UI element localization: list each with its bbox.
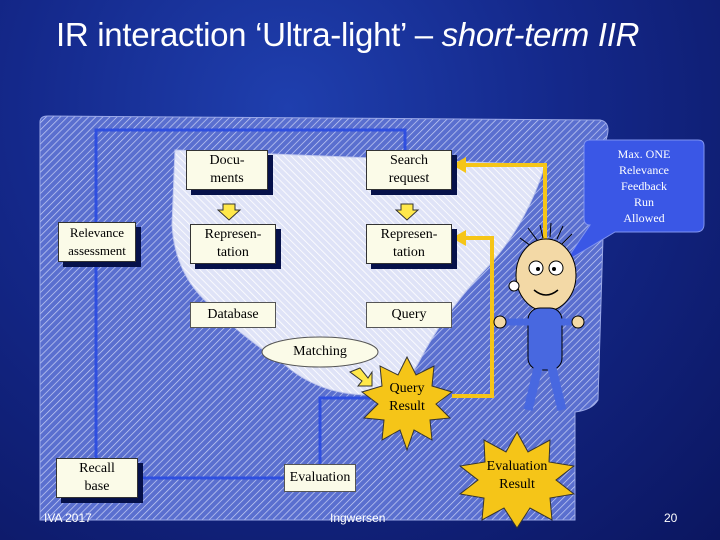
slide-title: IR interaction ‘Ultra-light’ – short-ter… xyxy=(56,16,639,54)
feedback-arrowheads xyxy=(452,157,466,246)
query-result-burst xyxy=(360,355,454,452)
callout-bubble xyxy=(564,139,705,263)
relevance-assessment-box: Relevance assessment xyxy=(58,222,136,262)
query-result-label: Query Result xyxy=(389,381,425,414)
database-box: Database xyxy=(190,302,276,328)
matching-label: Matching xyxy=(293,344,347,359)
search-request-box: Search request xyxy=(366,150,452,190)
query-box: Query xyxy=(366,302,452,328)
recall-base-box: Recall base xyxy=(56,458,138,498)
diagonal-arrow xyxy=(348,367,373,387)
page-number: 20 xyxy=(664,511,678,525)
footer-center: Ingwersen xyxy=(330,511,386,525)
user-figure-icon xyxy=(493,222,585,412)
down-arrows xyxy=(216,203,420,221)
connector-lines xyxy=(94,128,407,480)
title-italic: short-term IIR xyxy=(441,16,640,53)
footer-left: IVA 2017 xyxy=(44,511,92,525)
callout-text: Max. ONE Relevance Feedback Run Allowed xyxy=(617,147,671,225)
documents-box: Docu- ments xyxy=(186,150,268,190)
representation-left-box: Represen- tation xyxy=(190,224,276,264)
matching-ellipse xyxy=(261,336,379,368)
evaluation-result-label: Evaluation Result xyxy=(486,459,548,492)
representation-right-box: Represen- tation xyxy=(366,224,452,264)
evaluation-result-burst xyxy=(458,430,576,529)
feedback-lines xyxy=(452,163,547,398)
title-main: IR interaction ‘Ultra-light’ – xyxy=(56,16,433,53)
evaluation-box: Evaluation xyxy=(284,464,356,492)
